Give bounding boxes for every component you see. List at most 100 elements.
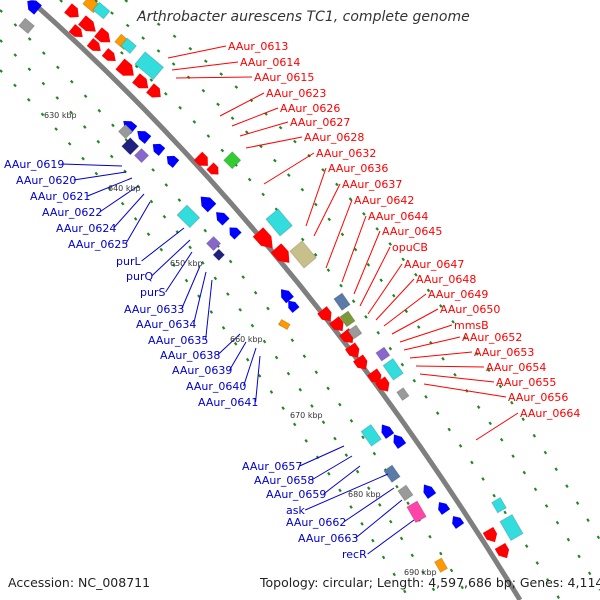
feature-box-16 [339,310,356,328]
reverse-gene-14-shape [452,516,465,529]
accession-text: Accession: NC_008711 [8,575,151,590]
feature-box-12 [212,248,226,262]
forward-leader-4 [231,107,279,127]
reverse-leader-17 [311,455,353,481]
reverse-gene-1 [123,121,138,134]
forward-label-14: AAur_0647 [404,258,464,271]
forward-gene-7-shape [132,73,149,89]
page-title: Arthrobacter aurescens TC1, complete gen… [137,9,470,25]
feature-box-11-shape [205,235,222,252]
reverse-gene-4 [166,155,180,168]
forward-leader-10 [325,199,353,269]
reverse-gene-9-shape [288,300,300,313]
kbp-label-0: 630 kbp [44,111,77,120]
forward-gene-19-shape [375,376,390,392]
reverse-leader-6 [141,227,185,262]
kbp-label-6: 690 kbp [404,568,437,577]
forward-leader-11 [341,215,367,283]
reverse-gene-1-shape [123,121,138,134]
forward-label-0: AAur_0613 [228,40,288,53]
forward-gene-10 [206,162,219,175]
reverse-label-12: AAur_0638 [160,349,220,362]
reverse-leader-8 [165,251,193,293]
kbp-label-5: 680 kbp [348,490,381,499]
feature-box-11 [205,235,222,252]
reverse-gene-4-shape [166,155,180,168]
reverse-leader-14 [243,347,257,387]
feature-box-21 [360,423,382,447]
tick-row-1 [0,39,441,600]
forward-leader-21 [415,365,485,368]
forward-label-2: AAur_0615 [254,71,314,84]
forward-gene-2 [94,27,111,43]
feature-box-22 [383,464,401,484]
forward-gene-0 [64,3,79,18]
feature-box-15-shape [333,292,351,312]
forward-leader-9 [313,183,341,237]
forward-gene-10-shape [206,162,219,175]
forward-gene-11 [252,227,273,249]
feature-box-7-shape [121,137,140,156]
forward-label-15: AAur_0648 [416,273,476,286]
topology-text: Topology: circular; Length: 4,597,686 bp… [260,575,600,590]
forward-leader-6 [245,136,303,149]
reverse-gene-10-shape [381,424,395,439]
feature-box-4-shape [120,37,138,55]
reverse-gene-8 [281,289,294,304]
reverse-leader-10 [193,271,207,325]
forward-label-13: opuCB [392,241,428,254]
forward-label-21: AAur_0654 [486,361,546,374]
forward-label-6: AAur_0628 [304,131,364,144]
forward-leader-24 [475,412,519,441]
feature-box-27-shape [499,513,524,542]
reverse-label-19: ask [286,504,305,517]
feature-box-10-shape [176,204,201,229]
forward-leader-22 [419,373,495,383]
feature-box-19 [382,357,404,381]
reverse-leader-18 [323,465,361,495]
forward-leader-20 [409,351,473,359]
forward-label-20: AAur_0653 [474,346,534,359]
forward-label-16: AAur_0649 [428,288,488,301]
reverse-label-18: AAur_0659 [266,488,326,501]
feature-box-6-shape [117,123,134,140]
reverse-leader-12 [217,333,241,356]
reverse-gene-2 [137,131,152,144]
forward-gene-3 [68,24,83,37]
reverse-gene-5-shape [200,196,217,213]
forward-label-18: mmsB [454,319,489,332]
reverse-gene-9 [288,300,300,313]
forward-gene-13-shape [317,306,332,322]
kbp-label-1: 640 kbp [108,184,141,193]
reverse-leader-9 [181,265,201,310]
genome-backbone [28,0,523,600]
forward-gene-20 [482,527,498,543]
forward-gene-17-shape [353,354,368,370]
feature-box-13-shape [265,208,293,237]
feature-box-22-shape [383,464,401,484]
forward-label-11: AAur_0644 [368,210,428,223]
forward-leader-8 [305,167,327,227]
forward-gene-9 [193,151,208,166]
reverse-label-9: AAur_0633 [124,303,184,316]
reverse-gene-6 [216,212,230,226]
reverse-gene-3-shape [152,143,166,156]
forward-gene-18-shape [367,368,382,384]
feature-box-24 [406,500,427,524]
forward-label-17: AAur_0650 [440,303,500,316]
forward-leader-18 [399,324,453,343]
reverse-leader-2 [87,177,133,197]
forward-gene-16-shape [345,342,360,358]
feature-box-19-shape [382,357,404,381]
forward-gene-1 [78,15,96,32]
feature-box-1-shape [92,1,111,20]
reverse-leader-7 [151,239,191,277]
label-leader-lines [61,45,519,555]
forward-gene-16 [345,342,360,358]
forward-gene-5-shape [101,48,116,61]
forward-gene-1-shape [78,15,96,32]
forward-leader-13 [359,246,391,307]
forward-leader-16 [383,293,427,327]
